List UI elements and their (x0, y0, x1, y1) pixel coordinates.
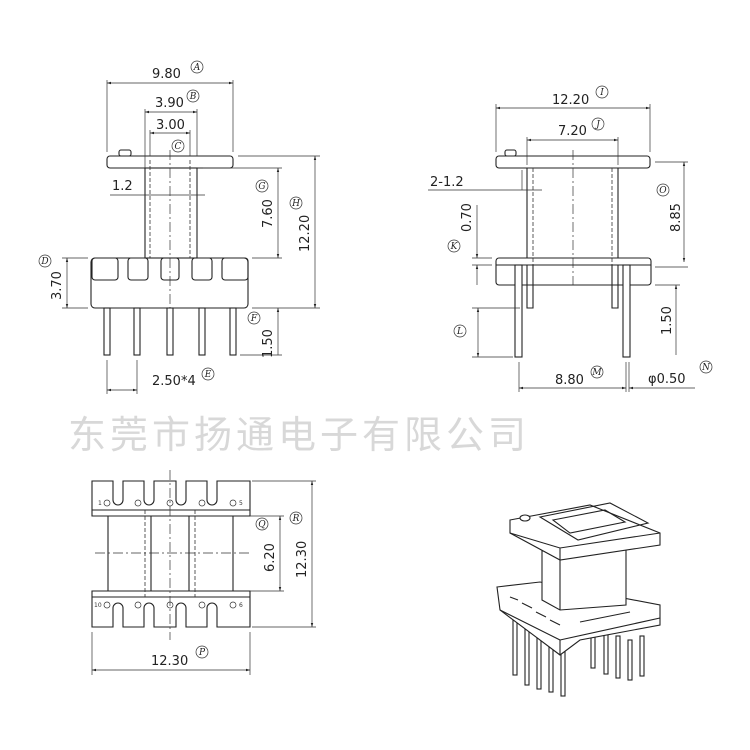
label-H: H (291, 199, 300, 209)
label-K: K (450, 242, 459, 252)
pin-number-1: 1 (98, 500, 102, 507)
dim-A: 9.80 (152, 67, 181, 82)
pin-number-5: 5 (239, 500, 243, 507)
dim-O: 8.85 (669, 203, 684, 232)
front-view: 9.80 A 3.90 B 3.00 C 1.2 7.60 G 12.20 H … (38, 60, 320, 394)
dim-pin-length: 1.50 (660, 306, 675, 335)
dim-F: 1.50 (261, 329, 276, 358)
iso-top-flange (509, 504, 661, 561)
dim-H: 12.20 (298, 215, 313, 252)
dim-N: φ0.50 (648, 372, 686, 387)
label-F: F (250, 314, 258, 324)
dim-B: 3.90 (155, 96, 184, 111)
base-blocks (90, 257, 249, 309)
label-M: M (591, 368, 602, 378)
dim-E: 2.50*4 (152, 374, 196, 389)
base (495, 257, 652, 286)
label-C: C (175, 142, 182, 152)
label-E: E (204, 370, 212, 380)
bottom-flange (91, 590, 251, 628)
pin-right (622, 264, 631, 358)
label-D: D (40, 257, 48, 267)
company-watermark: 东莞市扬通电子有限公司 (68, 413, 530, 457)
label-P: P (198, 648, 206, 658)
label-R: R (292, 514, 300, 524)
label-O: O (659, 186, 667, 196)
label-G: G (258, 182, 265, 192)
pin-number-6: 6 (239, 602, 243, 609)
pin-number-10: 10 (94, 602, 102, 609)
label-J: J (594, 120, 601, 130)
flange-key (118, 149, 132, 157)
pins (103, 307, 237, 356)
pin-left (514, 264, 523, 358)
label-N: N (701, 363, 711, 373)
dim-C: 3.00 (156, 118, 185, 133)
dim-G: 7.60 (261, 199, 276, 228)
dim-I: 12.20 (552, 93, 589, 108)
dim-wall: 1.2 (112, 179, 133, 194)
top-flange (91, 480, 251, 517)
dim-wall: 2-1.2 (430, 175, 464, 190)
dim-D: 3.70 (50, 271, 65, 300)
dim-M: 8.80 (555, 373, 584, 388)
dim-P: 12.30 (151, 654, 188, 669)
label-Q: Q (258, 520, 266, 530)
pin-holes (103, 499, 237, 609)
coil-tube (144, 167, 198, 259)
dim-Q: 6.20 (263, 543, 278, 572)
dim-K: 0.70 (460, 203, 475, 232)
side-view: 12.20 I 7.20 J 2-1.2 0.70 K 8.85 O 1.50 … (428, 85, 713, 392)
isometric-view (496, 502, 661, 697)
dim-J: 7.20 (558, 124, 587, 139)
label-L: L (456, 327, 463, 337)
label-B: B (189, 92, 197, 102)
label-I: I (599, 88, 604, 98)
label-A: A (193, 63, 201, 73)
top-view: 1 5 10 6 6.20 Q 12.30 R 12.30 P (91, 470, 316, 675)
dim-R: 12.30 (295, 541, 310, 578)
